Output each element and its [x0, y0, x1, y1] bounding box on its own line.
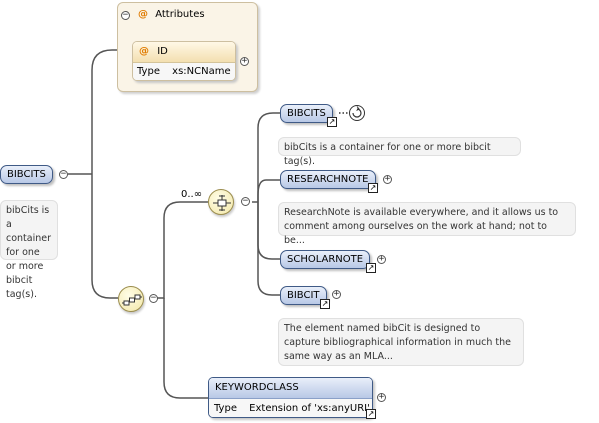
attribute-type-value: xs:NCName	[172, 66, 231, 77]
choice-compositor[interactable]	[208, 189, 234, 215]
attributes-title: Attributes	[155, 9, 205, 20]
keywordclass-type-value: Extension of 'xs:anyURI'	[249, 403, 370, 414]
expand-researchnote-button[interactable]: +	[383, 174, 392, 184]
expand-bibcit-button[interactable]: +	[332, 289, 341, 299]
child-bibcits-node[interactable]: BIBCITS	[280, 104, 333, 123]
expand-keywordclass-button[interactable]: +	[377, 392, 386, 402]
child-scholarnote-node[interactable]: SCHOLARNOTE	[280, 250, 371, 269]
child-researchnote-description: ResearchNote is available everywhere, an…	[278, 202, 576, 246]
child-bibcits-name: BIBCITS	[287, 108, 326, 119]
sequence-compositor[interactable]	[118, 286, 144, 312]
attribute-type-label: Type	[137, 66, 160, 77]
collapse-root-button[interactable]: −	[59, 169, 68, 179]
expand-attribute-id-button[interactable]: +	[240, 56, 249, 66]
child-bibcit-description: The element named bibCit is designed to …	[278, 318, 524, 366]
reference-arrow-icon[interactable]: ↗	[368, 183, 378, 193]
keywordclass-node[interactable]: KEYWORDCLASS Type Extension of 'xs:anyUR…	[208, 377, 373, 418]
reference-arrow-icon[interactable]: ↗	[366, 263, 376, 273]
choice-compositor-icon	[213, 195, 231, 211]
child-bibcits-description: bibCits is a container for one or more b…	[278, 137, 521, 167]
reference-arrow-icon[interactable]: ↗	[366, 409, 376, 419]
root-element-name: BIBCITS	[7, 169, 46, 180]
attribute-at-icon: @	[138, 9, 148, 20]
child-researchnote-node[interactable]: RESEARCHNOTE	[280, 170, 376, 189]
keywordclass-name: KEYWORDCLASS	[215, 382, 299, 393]
child-bibcit-node[interactable]: BIBCIT	[280, 286, 327, 305]
child-bibcit-name: BIBCIT	[287, 290, 320, 301]
sequence-compositor-icon	[122, 294, 142, 306]
root-element-node[interactable]: BIBCITS	[0, 165, 53, 184]
attribute-name: ID	[157, 46, 168, 57]
child-researchnote-name: RESEARCHNOTE	[287, 174, 369, 185]
collapse-attributes-button[interactable]: −	[121, 10, 130, 20]
reference-arrow-icon[interactable]: ↗	[320, 299, 330, 309]
attributes-header: @ Attributes	[138, 9, 205, 20]
reference-arrow-icon[interactable]: ↗	[327, 117, 337, 127]
root-description: bibCits is a container for one or more b…	[0, 200, 58, 300]
keywordclass-type-label: Type	[214, 403, 237, 414]
collapse-sequence-button[interactable]: −	[149, 293, 158, 303]
child-scholarnote-name: SCHOLARNOTE	[287, 254, 364, 265]
attribute-id-node[interactable]: @ ID Type xs:NCName	[132, 41, 236, 81]
recursion-icon	[349, 105, 365, 121]
expand-scholarnote-button[interactable]: +	[377, 254, 386, 264]
collapse-choice-button[interactable]: −	[241, 196, 250, 206]
attribute-at-icon: @	[139, 46, 149, 57]
choice-occurrence: 0..∞	[181, 189, 203, 200]
